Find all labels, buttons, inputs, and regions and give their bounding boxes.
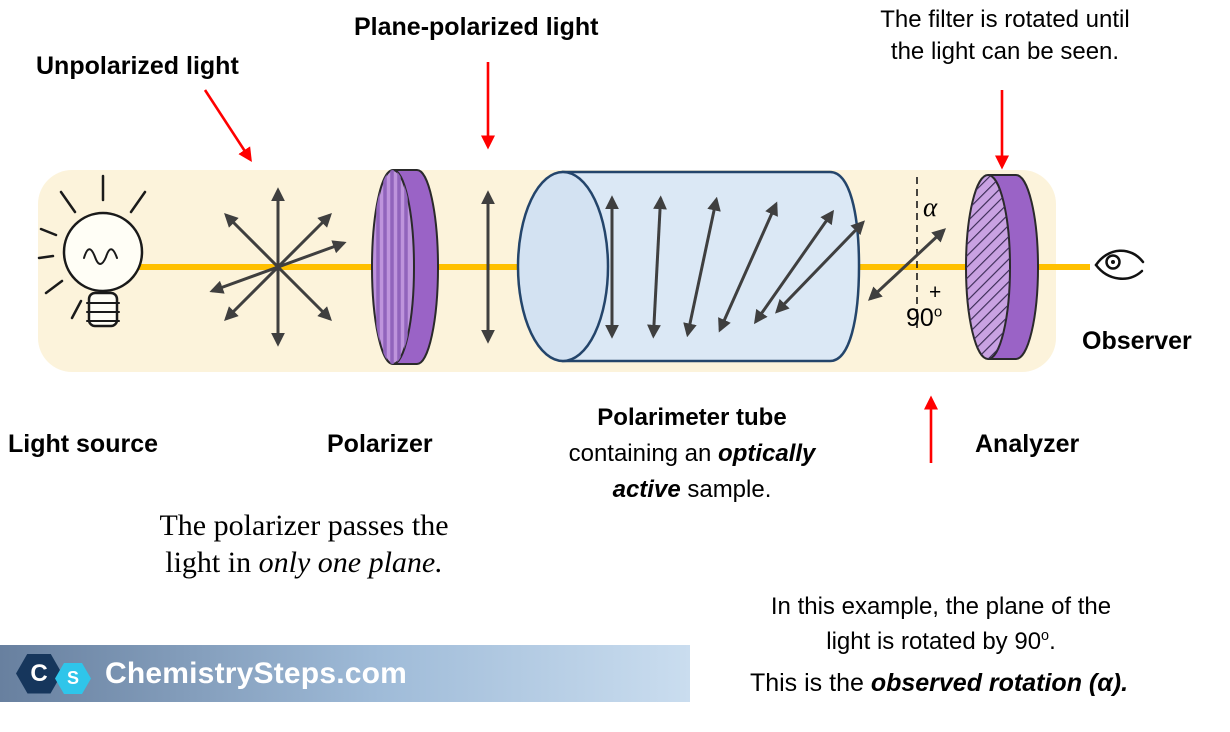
polarizer-note-plain: light in [165,545,259,579]
rotation-angle-label: 90o [906,304,942,333]
polarizer-note-emph: only one plane. [258,545,443,579]
polarimeter-line3-emph: active [612,476,681,503]
unpolarized-light-label: Unpolarized light [36,52,239,80]
polarizer-disk [371,169,439,365]
light-source-label: Light source [8,430,159,458]
eye-icon [1094,249,1145,280]
polarimeter-tube-line2: containing an optically [536,436,848,472]
polarimeter-tube-label: Polarimeter tube containing an optically… [536,400,848,508]
light-bulb-icon [37,174,147,328]
polarizer-label: Polarizer [327,430,433,458]
rotated-plane-arrow [867,228,947,301]
angle-value: 90 [906,304,934,332]
tube-rotation-arrow [647,195,667,339]
polarizer-explanation-note: The polarizer passes the light in only o… [118,508,490,581]
analyzer-hatching [966,175,1010,359]
polarizer-stripes [376,170,408,364]
rotation-note-superscript: o [1041,627,1050,644]
filter-note-line1: The filter is rotated until [880,6,1130,33]
observed-rotation-note: This is the observed rotation (α). [696,667,1182,700]
polarimeter-tube-title: Polarimeter tube [597,404,787,431]
tube-rotation-arrows [605,195,865,339]
rotation-note-line2: light is rotated by 90o. [726,625,1156,660]
red-pointer-arrows [203,62,1010,463]
analyzer-disk [965,174,1039,360]
angle-superscript: o [933,303,943,321]
tube-rotation-arrow [775,220,865,314]
polarimeter-line3-plain: sample. [680,476,772,503]
observed-note-emph: observed rotation (α). [870,669,1129,697]
unpolarized-arrow [209,240,347,294]
tube-rotation-arrow [683,196,721,338]
rotation-example-note: In this example, the plane of the light … [726,590,1156,660]
polarimeter-line2-plain: containing an [568,440,719,467]
unpolarized-light-arrows [209,187,347,347]
observer-label: Observer [1082,327,1192,355]
logo-hexagon-c-icon: C [16,653,62,694]
plus-sign-label: + [929,281,942,304]
filter-note-line2: the light can be seen. [890,37,1120,65]
chemistry-steps-logo: C S [16,653,91,694]
polarizer-note-line1: The polarizer passes the [159,509,449,542]
polarizer-note-line2: light in only one plane. [118,545,490,582]
rotation-note-line1: In this example, the plane of the [770,593,1112,620]
analyzer-label: Analyzer [975,430,1080,458]
bulb-rays [37,174,147,320]
rotation-note-prefix: light is rotated by 90 [826,627,1042,655]
filter-rotated-note: The filter is rotated until the light ca… [840,4,1170,68]
footer-banner: C S ChemistrySteps.com [0,645,690,702]
unpolarized-pointer-arrow [203,89,252,162]
brand-text: ChemistrySteps.com [105,656,408,690]
bulb-glass [62,211,144,293]
bulb-base [87,291,119,328]
polarimeter-tube-line3: active sample. [536,472,848,508]
logo-hexagon-s-icon: S [55,663,91,694]
polarimeter-line2-emph: optically [718,440,816,467]
bulb-filament [83,248,118,265]
plane-polarized-light-label: Plane-polarized light [354,13,599,41]
observed-note-plain: This is the [749,669,871,697]
rotation-note-suffix: . [1049,627,1056,655]
alpha-angle-label: α [923,192,938,222]
